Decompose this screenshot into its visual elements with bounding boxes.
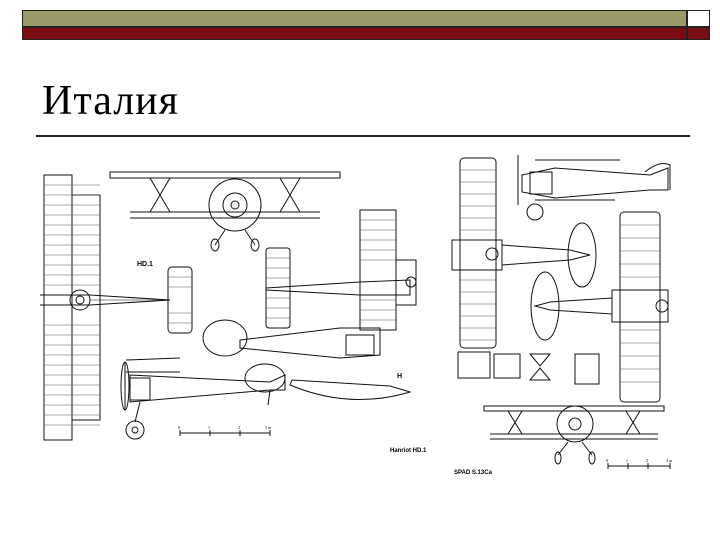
spad-scale-bar: 0 1 2 3 m [606, 458, 673, 469]
hanriot-side-marker: H [397, 373, 402, 380]
hanriot-model-code: HD.1 [137, 261, 153, 268]
hanriot-scale-1: 1 [208, 425, 210, 430]
spad-details [457, 351, 600, 385]
spad-scale-2: 2 [646, 458, 648, 463]
hanriot-scale-0: 0 [178, 425, 180, 430]
hanriot-scale-3: 3 m [265, 425, 272, 430]
spad-plan-view [530, 211, 669, 403]
olive-band [22, 10, 687, 27]
slide-header-bar [22, 10, 710, 40]
red-band [22, 27, 687, 40]
hanriot-profile [120, 357, 286, 440]
title-divider [36, 135, 690, 137]
hanriot-plan-view [265, 209, 417, 331]
spad-scale-3: 3 m [666, 458, 673, 463]
hanriot-caption: Hanriot HD.1 [390, 448, 427, 454]
header-square-top [687, 10, 710, 27]
spad-top-view [451, 157, 597, 349]
slide-title: Италия [42, 78, 179, 124]
spad-front-view [483, 405, 665, 465]
spad-side-view [517, 155, 671, 221]
spad-scale-1: 1 [626, 458, 628, 463]
spad-scale-0: 0 [606, 458, 608, 463]
hanriot-top-view [40, 174, 193, 441]
spad-caption: SPAD S.13Ca [454, 470, 493, 476]
header-square-bottom [687, 27, 710, 40]
hanriot-front-view [109, 171, 341, 252]
hanriot-scale-bar: 0 1 2 3 m [178, 425, 272, 436]
hanriot-scale-2: 2 [238, 425, 240, 430]
hanriot-side-view: H [202, 319, 412, 401]
aircraft-drawings: HD.1 H [30, 150, 690, 480]
